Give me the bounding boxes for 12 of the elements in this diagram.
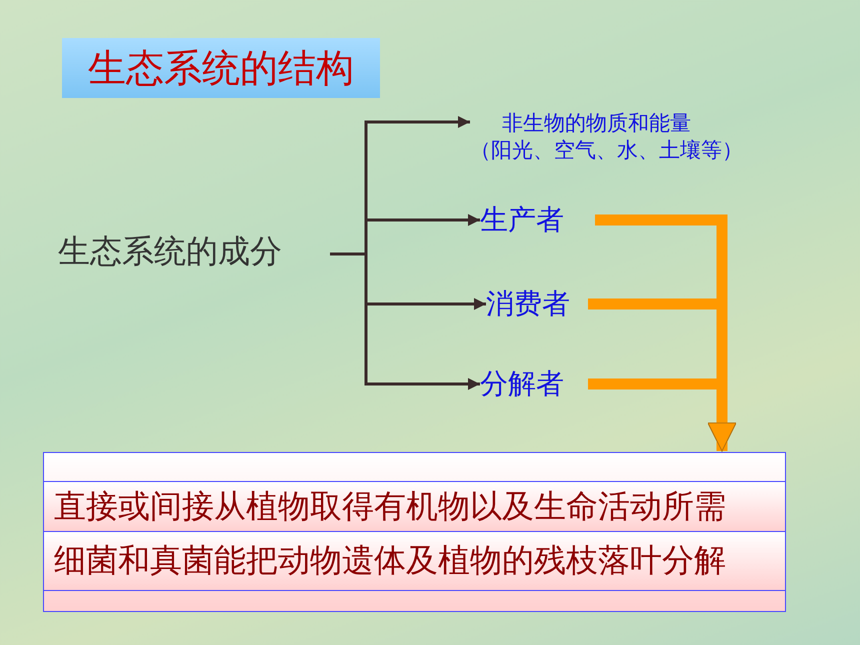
arrow xyxy=(588,378,736,452)
text-card: 直接或间接从植物取得有机物以及生命活动所需 xyxy=(43,481,786,532)
node-label: 非生物的物质和能量 xyxy=(502,110,691,137)
node-label: 生态系统的成分 xyxy=(58,230,330,274)
node-label: 生产者 xyxy=(480,200,595,240)
node-label: （阳光、空气、水、土壤等） xyxy=(470,137,743,164)
node-label: 分解者 xyxy=(480,364,588,404)
node-label: 消费者 xyxy=(486,284,588,324)
title-banner: 生态系统的结构 xyxy=(62,38,380,98)
card-background xyxy=(43,452,786,612)
text-card: 细菌和真菌能把动物遗体及植物的残枝落叶分解 xyxy=(43,531,786,591)
arrow xyxy=(330,252,480,390)
